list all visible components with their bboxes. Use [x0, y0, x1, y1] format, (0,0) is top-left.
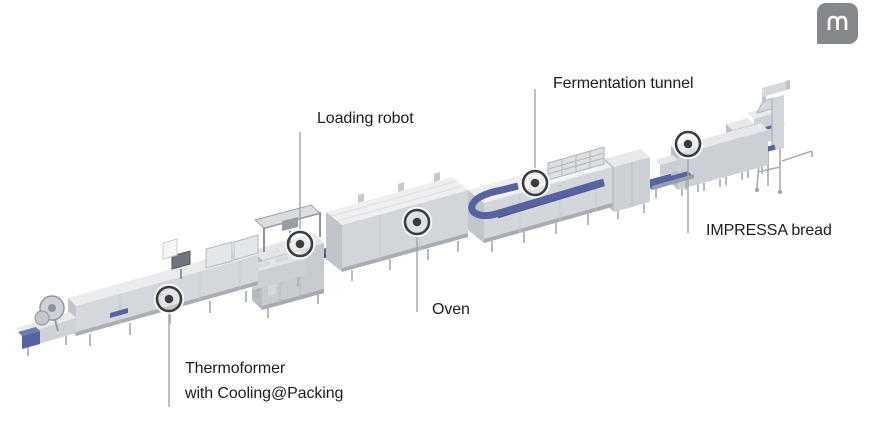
marker-thermoformer	[153, 283, 185, 315]
marker-loading-robot	[284, 228, 316, 260]
outfeed-conveyor-illustration	[16, 295, 76, 356]
u-shaped-conveyor-illustration	[468, 178, 605, 220]
transfer-conveyor-illustration	[646, 155, 694, 198]
label-thermoformer-line2: with Cooling@Packing	[185, 385, 344, 402]
label-thermoformer-line1: Thermoformer	[185, 360, 286, 377]
m-letter-icon	[827, 15, 848, 30]
oven-illustration	[326, 172, 468, 281]
marker-oven	[401, 206, 433, 238]
marker-impressa-bread	[672, 128, 704, 160]
marker-fermentation-tunnel	[519, 167, 551, 199]
loading-conveyor-illustration	[246, 251, 306, 298]
m-logo	[817, 3, 858, 44]
label-loading-robot: Loading robot	[317, 110, 414, 127]
label-oven: Oven	[432, 301, 470, 318]
label-fermentation-tunnel: Fermentation tunnel	[553, 75, 694, 92]
label-impressa-bread: IMPRESSA bread	[706, 222, 832, 239]
label-thermoformer: Thermoformer with Cooling@Packing	[185, 356, 343, 406]
